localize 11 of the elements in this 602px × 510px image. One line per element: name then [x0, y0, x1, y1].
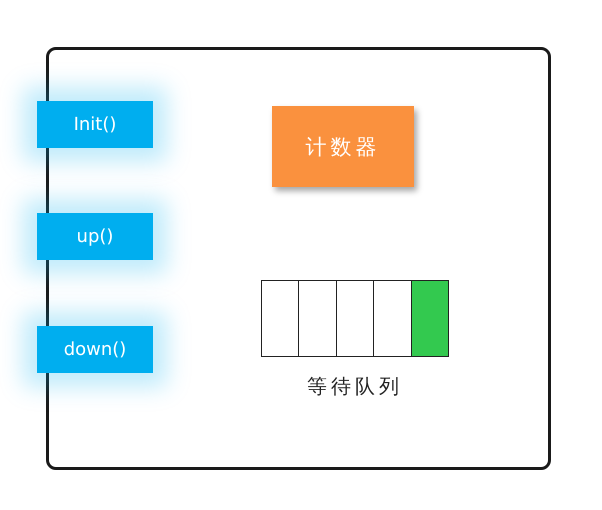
method-button: Init(): [37, 101, 153, 148]
queue-slot: [336, 280, 375, 357]
method-button: down(): [37, 326, 153, 373]
queue-slot: [261, 280, 300, 357]
queue-slot: [298, 280, 338, 357]
counter-box: 计数器: [272, 106, 414, 187]
queue-caption: 等待队列: [307, 373, 403, 400]
method-button: up(): [37, 213, 153, 260]
outer-frame: [46, 47, 551, 470]
queue-slot: [373, 280, 412, 357]
queue-slot: [410, 280, 449, 357]
